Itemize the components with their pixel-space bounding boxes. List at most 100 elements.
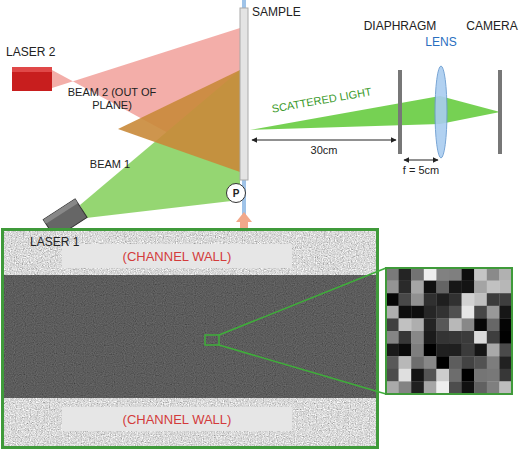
speckle-cell (411, 318, 424, 331)
speckle-cell (499, 306, 512, 319)
speckle-cell (462, 268, 475, 281)
speckle-cell (436, 293, 449, 306)
speckle-cell (411, 281, 424, 294)
speckle-cell (399, 306, 412, 319)
speckle-cell (399, 268, 412, 281)
speckle-cell (487, 293, 500, 306)
speckle-cell (436, 268, 449, 281)
speckle-cell (386, 356, 399, 369)
inset-frame (386, 268, 512, 394)
speckle-cell (436, 369, 449, 382)
speckle-cell (462, 381, 475, 394)
focused-light (440, 96, 500, 124)
channel-wall-band: (CHANNEL WALL) (62, 407, 292, 431)
speckle-cell (386, 306, 399, 319)
speckle-cell (487, 381, 500, 394)
speckle-cell (399, 331, 412, 344)
speckle-cell (386, 268, 399, 281)
image-speckle (2, 229, 378, 448)
speckle-cell (462, 306, 475, 319)
speckle-cell (474, 344, 487, 357)
speckle-cell (474, 331, 487, 344)
speckle-cell (436, 344, 449, 357)
speckle-cell (487, 268, 500, 281)
speckle-cell (436, 356, 449, 369)
speckle-cell (499, 369, 512, 382)
speckle-cell (499, 293, 512, 306)
speckle-cell (474, 293, 487, 306)
speckle-cell (436, 381, 449, 394)
node-text: (CHANNEL WALL) (123, 249, 232, 264)
speckle-cell (449, 356, 462, 369)
speckle-cell (386, 293, 399, 306)
speckle-cell (386, 344, 399, 357)
speckle-cell (487, 331, 500, 344)
speckle-cell (474, 369, 487, 382)
speckle-cell (399, 369, 412, 382)
speckle-cell (399, 293, 412, 306)
speckle-cell (399, 318, 412, 331)
speckle-cell (386, 318, 399, 331)
speckle-cell (474, 356, 487, 369)
speckle-cell (449, 306, 462, 319)
speckle-cell (411, 306, 424, 319)
zoom-inset (386, 268, 512, 394)
node-text: (CHANNEL WALL) (123, 412, 232, 427)
speckle-cell (462, 331, 475, 344)
speckle-cell (399, 344, 412, 357)
speckle-cell (487, 281, 500, 294)
speckle-cell (386, 369, 399, 382)
speckle-cell (449, 318, 462, 331)
speckle-cell (386, 331, 399, 344)
channel-wall-band: (CHANNEL WALL) (62, 244, 292, 268)
speckle-cell (499, 356, 512, 369)
speckle-cell (424, 369, 437, 382)
speckle-cell (449, 331, 462, 344)
wall-texture-bottom (4, 398, 376, 446)
speckle-cell (424, 356, 437, 369)
speckle-cell (399, 381, 412, 394)
speckle-cell (436, 318, 449, 331)
speckle-cell (411, 369, 424, 382)
beam-label: BEAM 1 (90, 158, 130, 171)
speckle-cell (411, 344, 424, 357)
speckle-cell (424, 281, 437, 294)
speckle-cell (462, 356, 475, 369)
speckle-cell (411, 268, 424, 281)
speckle-cell (449, 381, 462, 394)
speckle-cell (474, 281, 487, 294)
component-label: SAMPLE (252, 6, 301, 20)
speckle-cell (474, 318, 487, 331)
zoom-line (219, 268, 386, 335)
speckle-cell (424, 318, 437, 331)
speckle-cell (487, 344, 500, 357)
speckle-cell (487, 306, 500, 319)
laser-2-highlight (12, 67, 52, 72)
speckle-cell (449, 344, 462, 357)
speckle-cell (424, 331, 437, 344)
dimension-label: f = 5cm (403, 164, 439, 177)
camera-image (2, 229, 378, 448)
speckle-cell (424, 344, 437, 357)
component-label: DIAPHRAGM (364, 20, 437, 34)
pump-circle: P (226, 183, 246, 203)
speckle-cell (424, 306, 437, 319)
speckle-cell (386, 281, 399, 294)
speckle-cell (487, 356, 500, 369)
speckle-cell (499, 381, 512, 394)
speckle-cell (449, 369, 462, 382)
laser-label: LASER 1 (30, 236, 79, 250)
laser-2 (12, 67, 52, 91)
camera (498, 70, 502, 154)
speckle-cell (462, 318, 475, 331)
speckle-cell (399, 281, 412, 294)
wall-texture-top (4, 231, 376, 275)
speckle-cell (399, 356, 412, 369)
speckle-cell (474, 306, 487, 319)
speckle-cell (462, 344, 475, 357)
speckle-cell (424, 381, 437, 394)
dimension-f (404, 160, 438, 161)
speckle-cell (487, 369, 500, 382)
speckle-cell (499, 281, 512, 294)
flow-arrow (236, 212, 252, 228)
